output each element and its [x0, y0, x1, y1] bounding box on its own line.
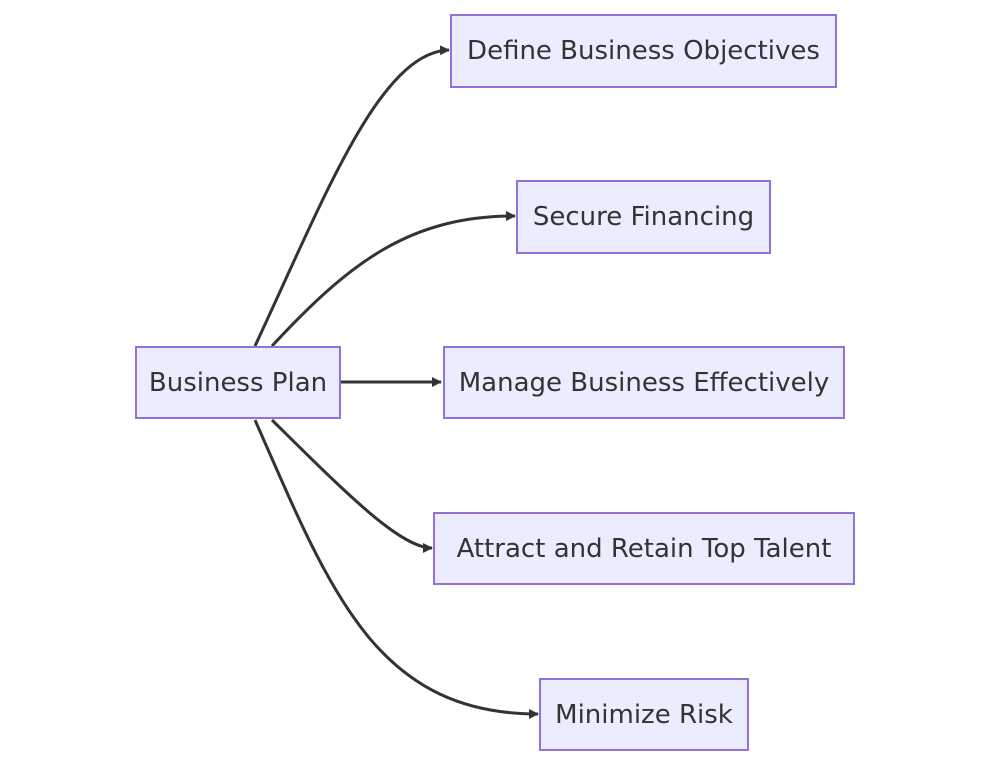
edge-plan-to-financing — [270, 211, 516, 348]
edge-plan-to-risk — [253, 419, 539, 719]
node-minimize-risk[interactable]: Minimize Risk — [539, 678, 749, 751]
node-business-plan[interactable]: Business Plan — [135, 346, 341, 419]
node-secure-financing-label: Secure Financing — [532, 202, 755, 232]
node-define-business-objectives[interactable]: Define Business Objectives — [450, 14, 837, 88]
edge-plan-to-talent — [270, 418, 433, 553]
node-secure-financing[interactable]: Secure Financing — [516, 180, 771, 254]
node-manage-business-effectively[interactable]: Manage Business Effectively — [443, 346, 845, 419]
node-define-business-objectives-label: Define Business Objectives — [467, 36, 820, 66]
node-attract-retain-top-talent[interactable]: Attract and Retain Top Talent — [433, 512, 855, 585]
node-manage-business-effectively-label: Manage Business Effectively — [458, 367, 830, 398]
node-attract-retain-top-talent-label: Attract and Retain Top Talent — [456, 533, 832, 564]
edge-plan-to-objectives — [253, 45, 450, 347]
node-minimize-risk-label: Minimize Risk — [555, 699, 733, 730]
node-business-plan-label: Business Plan — [148, 367, 328, 398]
